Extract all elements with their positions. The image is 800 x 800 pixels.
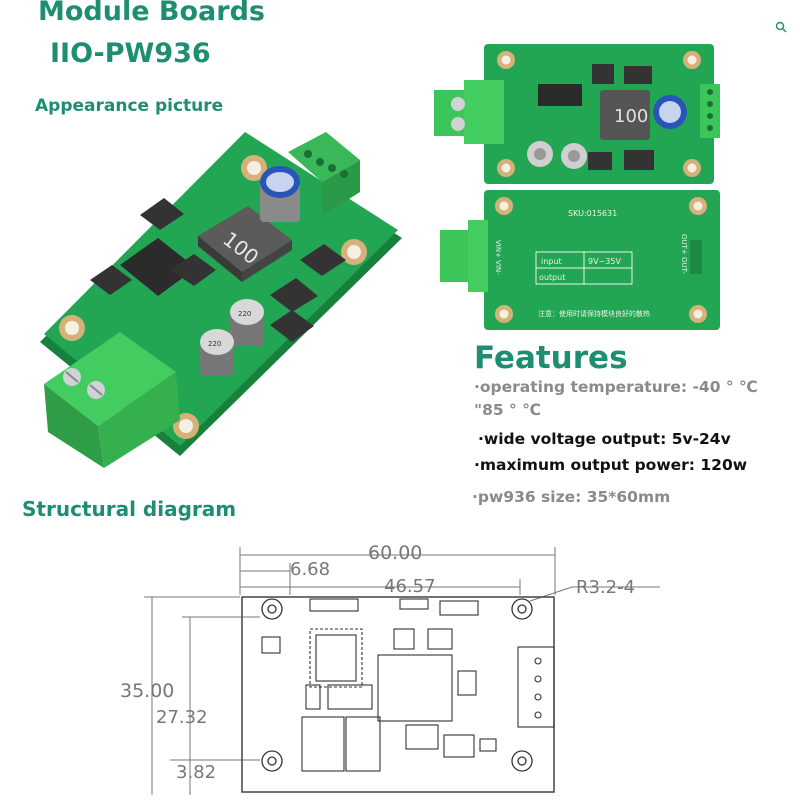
dim-hole-vertical-spacing: 27.32 [156, 707, 208, 728]
mounting-hole [341, 239, 367, 265]
model-name: IIO-PW936 [50, 38, 211, 69]
svg-text:100: 100 [614, 106, 648, 127]
search-icon [775, 21, 787, 33]
voltage-range-label: 9V~35V [588, 257, 621, 266]
capacitor [527, 141, 553, 167]
vin-label: VIN+ VIN- [494, 240, 502, 275]
board-outline [241, 596, 555, 793]
appearance-picture-label: Appearance picture [35, 96, 224, 116]
output-terminal [288, 132, 360, 216]
input-label: input [541, 257, 562, 266]
capacitor [653, 95, 687, 129]
structural-diagram-label: Structural diagram [22, 497, 237, 521]
out-label: OUT+ OUT- [680, 234, 688, 274]
mounting-hole [59, 315, 85, 341]
input-connector [440, 220, 488, 292]
mounting-hole [261, 750, 283, 772]
sku-label: SKU:015631 [568, 209, 617, 218]
board-photo-top: 100 [434, 44, 720, 184]
input-connector [434, 80, 504, 144]
output-label: output [539, 273, 565, 282]
dim-width: 60.00 [368, 542, 422, 564]
input-connector [44, 332, 180, 468]
mounting-hole [261, 598, 283, 620]
svg-text:220: 220 [208, 340, 221, 348]
dim-hole-vertical-offset: 3.82 [176, 762, 216, 783]
dim-height: 35.00 [120, 680, 174, 702]
inductor: 100 [198, 206, 292, 282]
structural-diagram: 60.00 6.68 46.57 R3.2-4 35.00 27.32 3.82 [120, 542, 660, 795]
features-heading: Features [474, 340, 628, 376]
feature-output-power: ·maximum output power: 120w [474, 456, 748, 474]
feature-operating-temperature-max: "85 ° ℃ [474, 401, 541, 419]
mounting-hole [511, 598, 533, 620]
capacitor: 220 [200, 329, 234, 376]
capacitor: 220 [230, 299, 264, 346]
output-terminal [517, 646, 555, 728]
capacitor [561, 143, 587, 169]
capacitor [260, 166, 300, 222]
mounting-hole [241, 155, 267, 181]
dim-hole-spacing: 46.57 [384, 576, 436, 597]
feature-voltage-output: ·wide voltage output: 5v-24v [478, 430, 731, 448]
board-photo-bottom: SKU:015631 input output 9V~35V VIN+ VIN-… [440, 190, 720, 330]
page-title: Module Boards [38, 0, 265, 27]
dim-hole-radius: R3.2-4 [576, 577, 635, 598]
output-terminal [700, 84, 720, 138]
dim-hole-offset: 6.68 [290, 559, 330, 580]
inductor: 100 [600, 90, 650, 140]
feature-size: ·pw936 size: 35*60mm [472, 488, 671, 506]
board-photo-angled: 100 220 220 [40, 132, 402, 468]
svg-text:220: 220 [238, 310, 251, 318]
mounting-hole [511, 750, 533, 772]
feature-operating-temperature: ·operating temperature: -40 ° ℃ [474, 378, 758, 396]
note-label: 注意：使用时请保持模块良好的散热 [538, 309, 650, 318]
